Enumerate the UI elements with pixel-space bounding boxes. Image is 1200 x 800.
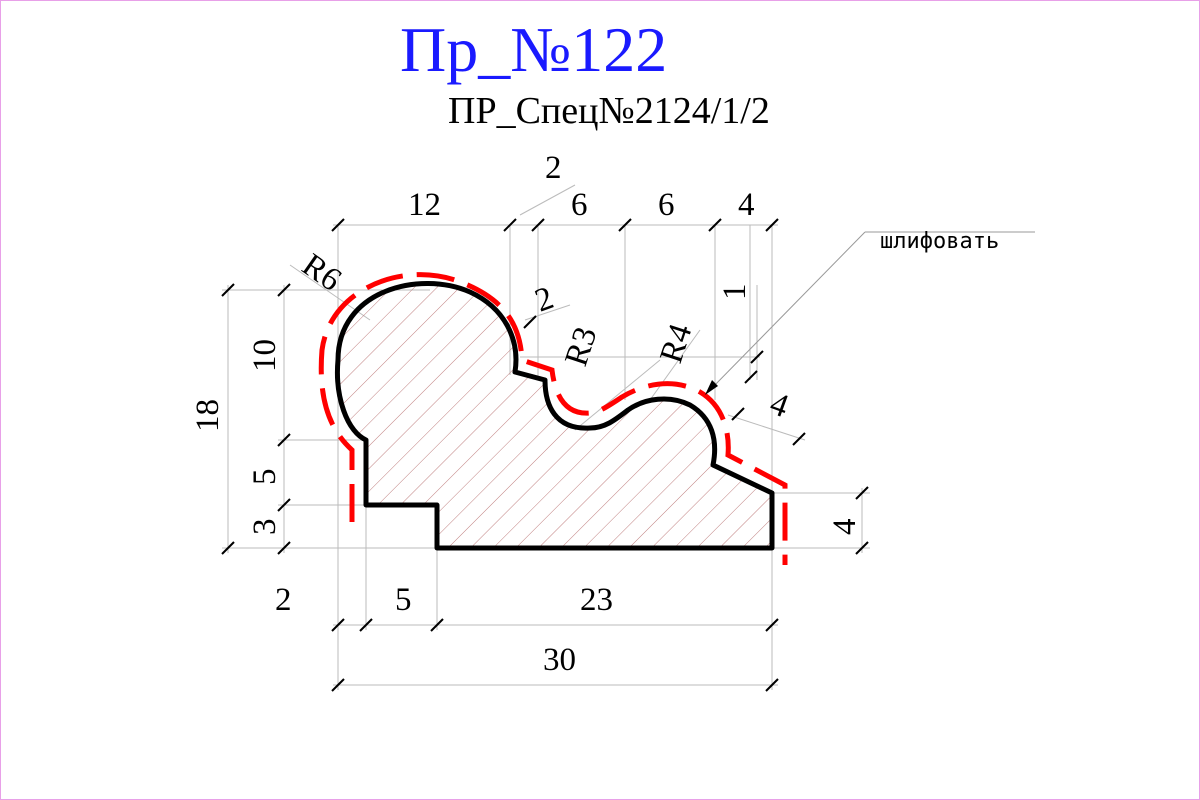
finish-line — [318, 272, 788, 565]
dim-slant-2: 2 — [530, 280, 558, 319]
note-sand: шлифовать — [880, 229, 999, 254]
dimension-lines — [227, 184, 863, 686]
profile-outline — [334, 281, 775, 551]
extension-lines — [222, 225, 870, 690]
radius-r3: R3 — [558, 323, 604, 371]
dim-left-3: 3 — [247, 519, 283, 536]
radius-r4: R4 — [653, 320, 699, 368]
drawing-title: Пр_№122 — [400, 14, 668, 85]
dim-top-12: 12 — [408, 187, 441, 223]
dim-slant-4: 4 — [765, 386, 793, 425]
dim-top-2: 2 — [545, 150, 562, 186]
dim-top-6b: 6 — [658, 187, 675, 223]
dim-bottom-2: 2 — [275, 582, 292, 618]
dim-right-1: 1 — [717, 284, 753, 301]
drawing-subtitle: ПР_Спец№2124/1/2 — [448, 90, 770, 132]
note-leader — [705, 231, 1035, 395]
dim-bottom-23: 23 — [580, 582, 613, 618]
dim-left-5: 5 — [247, 469, 283, 486]
dim-right-4: 4 — [827, 519, 863, 536]
dim-top-6a: 6 — [571, 187, 588, 223]
dim-left-10: 10 — [247, 339, 283, 372]
dim-bottom-5: 5 — [395, 582, 412, 618]
dim-bottom-30: 30 — [543, 642, 576, 678]
dim-top-4: 4 — [738, 187, 755, 223]
dim-left-18: 18 — [190, 399, 226, 432]
radius-r6: R6 — [295, 247, 347, 299]
dimension-ticks — [221, 218, 869, 692]
